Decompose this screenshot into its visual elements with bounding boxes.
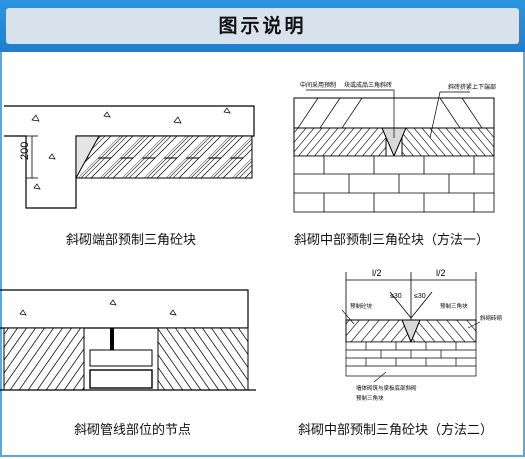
dimension-lines [345,272,477,320]
concrete-slab [0,289,249,329]
label-triangle-block: 块或成品三角斜砖 [344,81,392,89]
dimension-200 [26,135,38,179]
dim-half-left: l/2 [372,268,382,278]
left-slant-course [293,127,387,157]
dim-angle-left: ≤30 [390,293,402,300]
dim-angle-right: ≤30 [414,293,426,300]
label-bottom-note: 墙体砌筑与梁板底部斜砌 [356,384,417,392]
pipeline-node-figure [0,289,256,391]
label-middle-precast: 中间采用预制 [300,81,336,89]
caption-method-one: 斜砌中部预制三角砼块（方法一） [294,233,490,248]
slab-aggregate-marks [31,107,231,190]
block-wall [293,155,495,213]
pipe-block-bottom [89,369,153,389]
label-bottom-note-2: 预制三角块 [356,394,384,402]
label-precast-block: 预制砼块 [350,302,373,310]
brick-course [75,135,253,179]
right-slant-bricks [157,327,249,391]
slab-aggregate-marks [19,299,177,316]
method-two-figure: l/2 l/2 ≤30 ≤30 预制砼块 预制三角块 斜砌砖砌 墙体砌筑与梁板底… [341,268,503,402]
pipe-block-top [89,349,153,367]
side-leaders [341,309,481,383]
dim-half-right: l/2 [436,268,446,278]
middle-triangle [401,319,421,344]
right-slant-course [410,319,477,343]
slab-hatch [297,97,483,129]
label-slant-brick: 斜砖挤紧上下端部 [448,83,496,91]
end-triangle-figure: 200 [4,105,255,209]
header-panel: 图示说明 [6,8,519,44]
right-slant-course [401,127,495,157]
left-slant-bricks [3,327,85,391]
method-one-figure: 中间采用预制 块或成品三角斜砖 斜砖挤紧上下端部 [293,81,496,213]
pipe-stem [110,328,114,350]
precast-triangle [75,135,100,179]
leader-lines [306,89,470,139]
caption-pipeline-node: 斜砌管线部位的节点 [74,423,192,438]
page-title: 图示说明 [218,15,307,37]
caption-end-triangle: 斜砌端部预制三角砼块 [66,233,197,248]
header-banner: 图示说明 [0,0,525,52]
label-side-note: 斜砌砖砌 [480,314,503,322]
dimension-200-label: 200 [19,142,31,160]
left-slant-course [345,319,412,343]
brick-wall [345,341,477,377]
label-triangle-piece: 预制三角块 [440,302,468,310]
caption-method-two: 斜砌中部预制三角砼块（方法二） [298,423,494,438]
